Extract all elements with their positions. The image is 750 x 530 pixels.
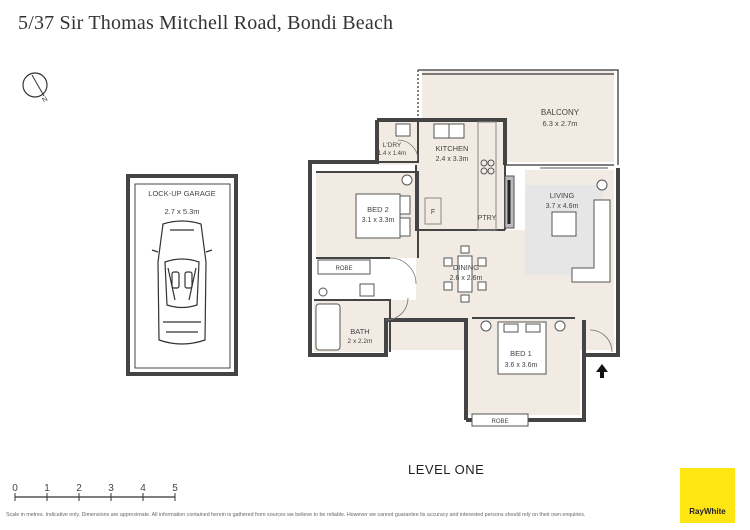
cooktop-icon <box>480 159 495 175</box>
compass-north-label: N <box>41 96 49 105</box>
brand-name: RayWhite <box>689 507 726 516</box>
scale-tick: 0 <box>12 483 18 494</box>
robe-bed1 <box>471 413 529 427</box>
fridge-label: F <box>431 209 435 216</box>
disclaimer: Scale in metres. Indicative only. Dimens… <box>6 512 586 518</box>
fridge <box>424 197 442 225</box>
bath-name: BATH <box>350 327 369 336</box>
balcony <box>417 69 619 169</box>
garage-name: LOCK-UP GARAGE <box>148 189 215 198</box>
level-label: LEVEL ONE <box>408 462 485 477</box>
dining-table <box>443 245 487 303</box>
garage: LOCK-UP GARAGE 2.7 x 5.3m <box>126 174 238 376</box>
page-title: 5/37 Sir Thomas Mitchell Road, Bondi Bea… <box>18 12 394 34</box>
robe-bed1-label: ROBE <box>491 419 508 425</box>
scale-tick: 1 <box>44 483 50 494</box>
bath-fixtures <box>315 283 375 351</box>
bath-size: 2 x 2.2m <box>348 338 373 345</box>
laundry-sink-icon <box>395 123 411 137</box>
dining-name: DINING <box>453 263 479 272</box>
bed2-furniture <box>355 174 413 239</box>
raywhite-logo: RayWhite <box>680 468 735 523</box>
robe-bed2-label: ROBE <box>335 266 352 272</box>
balcony-size: 6.3 x 2.7m <box>542 119 577 128</box>
door-swings <box>385 139 613 353</box>
living-furniture <box>551 179 611 283</box>
bed2-size: 3.1 x 3.3m <box>362 217 395 224</box>
kitchen-bench <box>477 121 497 231</box>
scale-tick: 3 <box>108 483 114 494</box>
pantry-label: PTRY <box>478 215 497 222</box>
bed1-furniture <box>480 320 566 375</box>
bed1-name: BED 1 <box>510 349 532 358</box>
balcony-name: BALCONY <box>541 108 580 117</box>
walls <box>308 118 620 422</box>
compass-icon: N <box>22 72 49 105</box>
scale-bar: 0 1 2 3 4 5 <box>12 483 178 501</box>
bed2-name: BED 2 <box>367 205 389 214</box>
scale-tick: 4 <box>140 483 146 494</box>
living-name: LIVING <box>550 191 575 200</box>
car-icon <box>151 220 213 345</box>
robe-bed2 <box>317 259 371 275</box>
laundry-size: 1.4 x 1.4m <box>378 151 406 157</box>
kitchen-size: 2.4 x 3.3m <box>436 156 469 163</box>
garage-size: 2.7 x 5.3m <box>164 207 199 216</box>
scale-tick: 2 <box>76 483 82 494</box>
dining-size: 2.6 x 2.6m <box>450 275 483 282</box>
scale-tick: 5 <box>172 483 178 494</box>
living-size: 3.7 x 4.6m <box>546 203 579 210</box>
bed1-size: 3.6 x 3.6m <box>505 362 538 369</box>
laundry-name: L'DRY <box>383 142 402 149</box>
kitchen-sink-icon <box>433 123 465 139</box>
entry-arrow-icon <box>596 364 608 378</box>
kitchen-name: KITCHEN <box>436 144 469 153</box>
balcony-floor <box>422 70 614 162</box>
